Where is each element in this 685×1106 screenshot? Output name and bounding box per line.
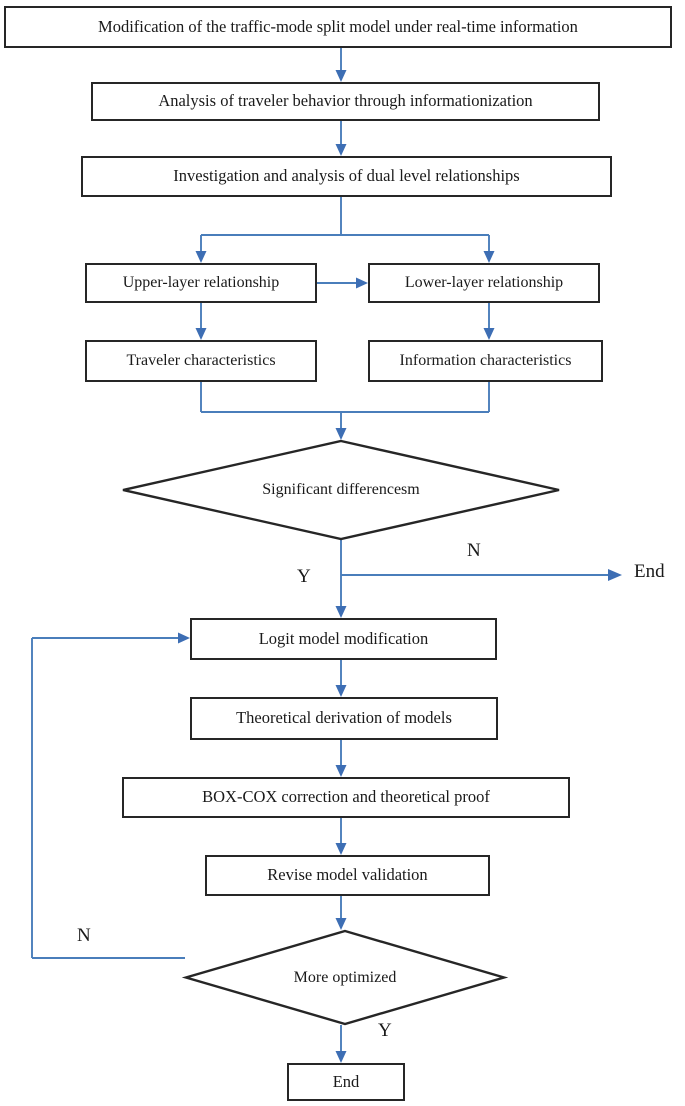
edge-decision2-yes [335,1025,347,1063]
edge-merge-decision1 [200,382,490,440]
node-logit-label: Logit model modification [258,628,429,648]
node-upper-layer-relationship[interactable]: Upper-layer relationship [85,263,317,303]
node-end-label: End [332,1071,360,1091]
node-information-characteristics[interactable]: Information characteristics [368,340,603,382]
edge-investigation-split [195,197,495,263]
edge-logit-theoretical [335,660,347,697]
edge-revise-decision2 [335,896,347,930]
edge-title-analysis [335,48,347,82]
node-theoretical-label: Theoretical derivation of models [236,708,452,728]
node-title[interactable]: Modification of the traffic-mode split m… [4,6,672,48]
edge-label-decision1-yes: Y [297,566,311,587]
edge-analysis-investigation [335,121,347,156]
node-logit-model-modification[interactable]: Logit model modification [190,618,497,660]
node-revise-model-validation[interactable]: Revise model validation [205,855,490,896]
node-decision-more-optimized[interactable]: More optimized [181,929,509,1026]
edge-decision1-no [341,569,622,581]
node-title-label: Modification of the traffic-mode split m… [98,16,578,36]
node-theoretical-derivation[interactable]: Theoretical derivation of models [190,697,498,740]
node-lower-layer-relationship[interactable]: Lower-layer relationship [368,263,600,303]
node-analysis-label: Analysis of traveler behavior through in… [158,91,533,111]
node-boxcox-label: BOX-COX correction and theoretical proof [202,787,490,807]
edge-decision1-yes [335,540,347,618]
node-lower-layer-label: Lower-layer relationship [404,274,564,292]
edge-label-decision2-no: N [77,925,91,946]
edge-label-decision2-yes: Y [378,1020,392,1041]
edge-upper-lower [317,277,368,289]
node-upper-layer-label: Upper-layer relationship [122,274,280,292]
edge-label-decision1-no: N [467,540,481,561]
diamond-shape [181,929,509,1026]
node-traveler-characteristics[interactable]: Traveler characteristics [85,340,317,382]
edge-boxcox-revise [335,818,347,855]
node-revise-label: Revise model validation [267,865,428,885]
node-information-label: Information characteristics [399,352,572,370]
node-analysis[interactable]: Analysis of traveler behavior through in… [91,82,600,121]
node-boxcox-correction[interactable]: BOX-COX correction and theoretical proof [122,777,570,818]
node-end-terminator[interactable]: End [287,1063,405,1101]
end-text-right: End [634,561,665,582]
node-decision-significant-differences[interactable]: Significant differencesm [122,439,560,541]
edge-theoretical-boxcox [335,740,347,777]
diamond-shape [122,439,560,541]
edge-upper-traveler [195,303,207,340]
node-investigation[interactable]: Investigation and analysis of dual level… [81,156,612,197]
edge-lower-information [483,303,495,340]
node-traveler-label: Traveler characteristics [126,352,276,370]
node-investigation-label: Investigation and analysis of dual level… [173,166,520,186]
